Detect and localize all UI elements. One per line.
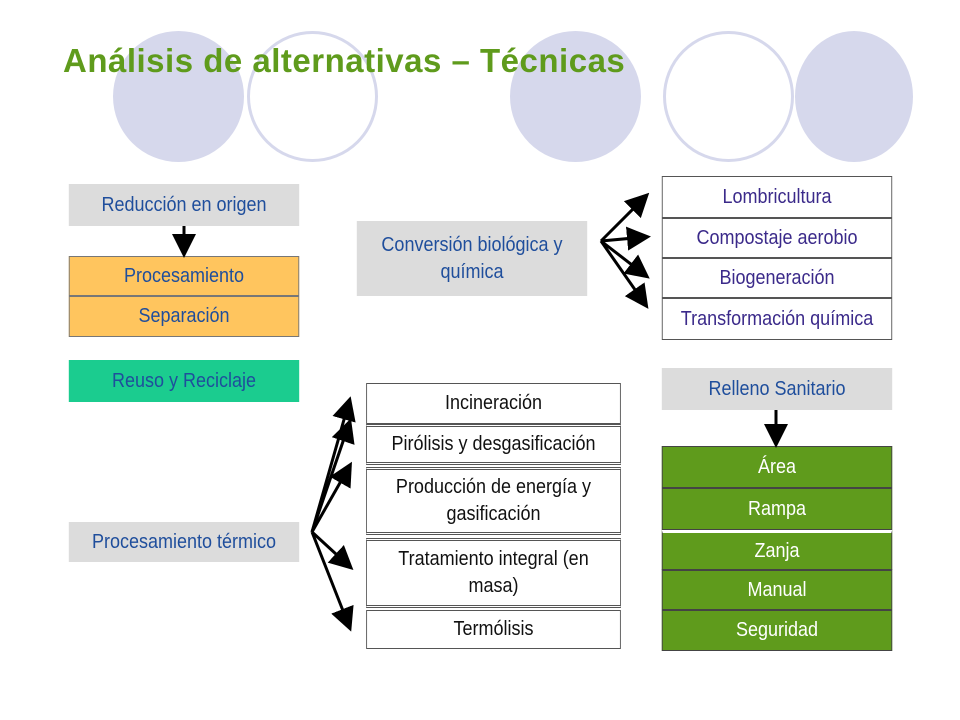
decorative-ring [663,31,794,162]
arrow-to-biogeneracion [600,239,650,279]
node-separacion: Separación [68,296,300,337]
node-biogeneracion: Biogeneración [661,258,893,298]
slide-title: Análisis de alternativas – Técnicas [63,42,626,79]
node-rampa: Rampa [661,488,893,530]
node-incineracion: Incineración [366,383,621,424]
node-compostaje-aerobio: Compostaje aerobio [661,218,893,258]
node-manual: Manual [661,570,893,610]
arrow-to-termolisis [310,531,354,632]
node-seguridad: Seguridad [661,610,893,651]
node-reduccion-en-origen: Reducción en origen [68,184,300,226]
arrow-to-tratamiento [310,530,354,571]
decorative-ring [247,31,378,162]
arrow-to-produccion [310,461,352,533]
node-procesamiento: Procesamiento [68,256,300,296]
decorative-circle [795,31,913,162]
node-tratamiento-integral: Tratamiento integral (en masa) [366,538,621,608]
arrow-to-compostaje [600,226,651,251]
node-conversion-biologica: Conversión biológica y química [356,221,588,296]
node-produccion-energia: Producción de energía y gasificación [366,467,621,535]
node-zanja: Zanja [661,530,893,570]
decorative-circle [510,31,641,162]
node-transformacion-quimica: Transformación química [661,298,893,340]
node-procesamiento-termico: Procesamiento térmico [68,522,300,562]
arrow-to-transformacion [599,240,649,309]
node-relleno-sanitario: Relleno Sanitario [661,368,893,410]
arrow-to-lombricultura [599,192,650,243]
node-reuso-y-reciclaje: Reuso y Reciclaje [68,360,300,402]
node-lombricultura: Lombricultura [661,176,893,218]
decorative-circle [113,31,244,162]
node-termolisis: Termólisis [366,610,621,649]
node-pirolisis: Pirólisis y desgasificación [366,424,621,465]
